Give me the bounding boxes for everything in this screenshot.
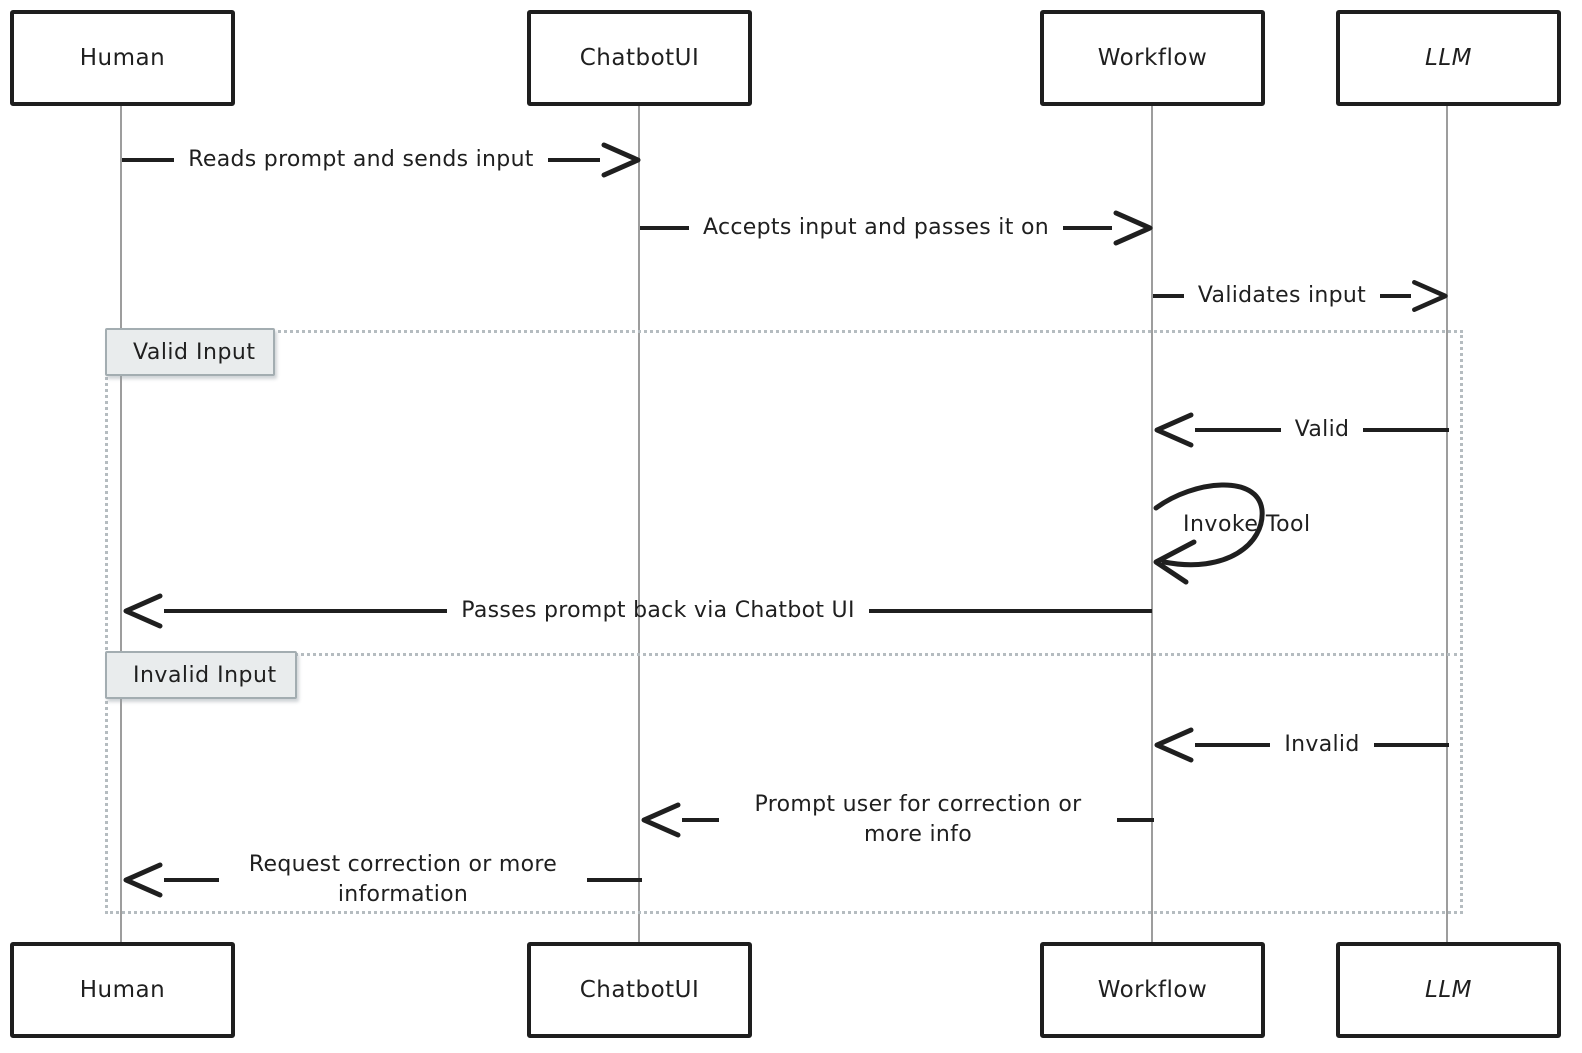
message-line (122, 158, 175, 162)
message-line (587, 878, 642, 882)
message-label: Valid (1294, 417, 1350, 443)
message-line (682, 818, 719, 822)
arrowhead-left-icon (123, 862, 163, 898)
participant-name: ChatbotUI (579, 45, 700, 71)
message-invalid: Invalid (1153, 723, 1450, 767)
message-label: Prompt user for correction or more info (754, 792, 1082, 847)
message-label: Request correction or more information (248, 852, 558, 907)
participant-box-human-bottom: Human (10, 942, 235, 1038)
participant-name: Workflow (1097, 977, 1208, 1003)
arrowhead-left-icon (1154, 727, 1194, 763)
lifeline-workflow (1151, 100, 1153, 945)
participant-name: ChatbotUI (579, 977, 700, 1003)
self-loop-curve (1153, 482, 1265, 568)
self-loop-invoke-tool (1153, 482, 1265, 585)
message-line (1062, 226, 1112, 230)
participant-box-chatbotui-bottom: ChatbotUI (527, 942, 752, 1038)
frame-label-text: Invalid Input (133, 662, 277, 688)
participant-name: LLM (1425, 977, 1472, 1003)
participant-name: Workflow (1097, 45, 1208, 71)
message-line (640, 226, 690, 230)
participant-name: Human (79, 45, 166, 71)
message-line (164, 609, 448, 613)
arrowhead-right-icon (1412, 280, 1448, 312)
frame-label-valid-input: Valid Input (105, 328, 276, 376)
arrowhead-left-icon (1153, 539, 1197, 585)
participant-name: Human (79, 977, 166, 1003)
lifeline-llm (1446, 100, 1448, 945)
message-line (1153, 294, 1184, 298)
arrowhead-left-icon (1154, 412, 1194, 448)
lifeline-chatbotui (638, 100, 640, 945)
message-line (164, 878, 219, 882)
frame-label-text: Valid Input (133, 339, 256, 365)
alt-frame-divider (108, 653, 1457, 656)
self-loop-label: Invoke Tool (1183, 512, 1311, 537)
message-accepts-input: Accepts input and passes it on (640, 188, 1154, 268)
message-reads-prompt: Reads prompt and sends input (122, 138, 642, 182)
frame-label-invalid-input: Invalid Input (105, 651, 297, 699)
message-line (1117, 818, 1154, 822)
message-line (1363, 428, 1450, 432)
message-line (1380, 294, 1412, 298)
message-valid: Valid (1153, 408, 1450, 452)
message-line (1195, 428, 1281, 432)
message-label: Invalid (1284, 732, 1360, 758)
arrowhead-left-icon (123, 593, 163, 629)
message-label: Validates input (1197, 283, 1367, 309)
participant-box-workflow-bottom: Workflow (1040, 942, 1265, 1038)
message-line (1195, 743, 1271, 747)
message-request-correction: Request correction or more information (122, 840, 642, 920)
participant-box-workflow-top: Workflow (1040, 10, 1265, 106)
arrowhead-right-icon (601, 142, 641, 178)
participant-name: LLM (1425, 45, 1472, 71)
message-label: Accepts input and passes it on (703, 215, 1049, 241)
arrowhead-left-icon (641, 802, 681, 838)
message-prompt-user-correction: Prompt user for correction or more info (640, 780, 1154, 860)
alt-frame (105, 330, 1463, 914)
message-line (547, 158, 600, 162)
arrowhead-right-icon (1113, 210, 1153, 246)
lifeline-human (120, 100, 122, 945)
message-label: Passes prompt back via Chatbot UI (461, 598, 855, 624)
message-line (1373, 743, 1450, 747)
participant-box-chatbotui-top: ChatbotUI (527, 10, 752, 106)
participant-box-llm-top: LLM (1336, 10, 1561, 106)
message-line (868, 609, 1153, 613)
participant-box-human-top: Human (10, 10, 235, 106)
message-validates-input: Validates input (1153, 274, 1449, 318)
message-passes-prompt-back: Passes prompt back via Chatbot UI (122, 589, 1153, 633)
participant-box-llm-bottom: LLM (1336, 942, 1561, 1038)
message-label: Reads prompt and sends input (188, 147, 534, 173)
